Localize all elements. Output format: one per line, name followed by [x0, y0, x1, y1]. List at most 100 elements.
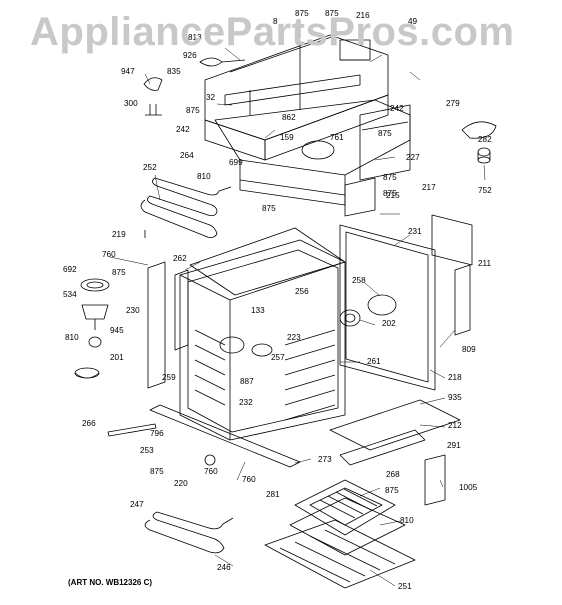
- callout-273: 273: [318, 455, 332, 464]
- front-trim: [107, 404, 301, 468]
- callout-291: 291: [447, 441, 461, 450]
- callout-810: 810: [197, 172, 211, 181]
- callout-230: 230: [126, 306, 140, 315]
- knob-273: [204, 454, 216, 466]
- callout-810: 810: [65, 333, 79, 342]
- callout-133: 133: [251, 306, 265, 315]
- callout-242: 242: [176, 125, 190, 134]
- callout-259: 259: [162, 373, 176, 382]
- callout-223: 223: [287, 333, 301, 342]
- callout-227: 227: [406, 153, 420, 162]
- right-side-panel: [454, 264, 471, 336]
- callout-202: 202: [382, 319, 396, 328]
- callout-862: 862: [282, 113, 296, 122]
- bottom-tray: [329, 399, 461, 451]
- callout-220: 220: [174, 479, 188, 488]
- callout-281: 281: [266, 490, 280, 499]
- callout-947: 947: [121, 67, 135, 76]
- oven-cavity: [179, 239, 346, 441]
- left-small-parts: [143, 77, 163, 116]
- callout-201: 201: [110, 353, 124, 362]
- callout-217: 217: [422, 183, 436, 192]
- callout-534: 534: [63, 290, 77, 299]
- art-number-label: (ART NO. WB12326 C): [68, 578, 153, 587]
- vent-bracket: [344, 177, 376, 217]
- callout-875: 875: [383, 189, 397, 198]
- top-chassis-panel: [199, 29, 389, 161]
- side-bracket: [174, 269, 189, 351]
- broiler-pan: [294, 479, 396, 536]
- callout-875: 875: [186, 106, 200, 115]
- callout-810: 810: [400, 516, 414, 525]
- callout-945: 945: [110, 326, 124, 335]
- bottom-brace: [339, 429, 426, 466]
- callout-300: 300: [124, 99, 138, 108]
- callout-935: 935: [448, 393, 462, 402]
- callout-760: 760: [102, 250, 116, 259]
- upper-back-pan: [214, 99, 411, 206]
- callout-692: 692: [63, 265, 77, 274]
- callout-760: 760: [204, 467, 218, 476]
- callout-232: 232: [239, 398, 253, 407]
- broil-element: [140, 177, 232, 238]
- callout-835: 835: [167, 67, 181, 76]
- callout-796: 796: [150, 429, 164, 438]
- callout-264: 264: [180, 151, 194, 160]
- callout-231: 231: [408, 227, 422, 236]
- callout-247: 247: [130, 500, 144, 509]
- rear-panel: [339, 224, 436, 391]
- callout-926: 926: [183, 51, 197, 60]
- callout-215: 215: [386, 191, 400, 200]
- top-wrap-cover: [189, 227, 346, 296]
- callout-887: 887: [240, 377, 254, 386]
- leader-lines: [109, 20, 486, 587]
- oven-rack: [264, 519, 416, 589]
- callout-282: 282: [478, 135, 492, 144]
- callout-246: 246: [217, 563, 231, 572]
- callout-218: 218: [448, 373, 462, 382]
- callout-256: 256: [295, 287, 309, 296]
- callout-809: 809: [462, 345, 476, 354]
- callout-1005: 1005: [459, 483, 478, 492]
- callout-262: 262: [173, 254, 187, 263]
- broil-pan-tray: [289, 497, 406, 556]
- callout-875: 875: [383, 173, 397, 182]
- callout-219: 219: [112, 230, 126, 239]
- callout-252: 252: [143, 163, 157, 172]
- callout-875: 875: [325, 9, 339, 18]
- callout-266: 266: [82, 419, 96, 428]
- callout-752: 752: [478, 186, 492, 195]
- callout-875: 875: [262, 204, 276, 213]
- callout-699: 699: [229, 158, 243, 167]
- callout-242: 242: [390, 104, 404, 113]
- callout-212: 212: [448, 421, 462, 430]
- callout-813: 813: [188, 33, 202, 42]
- watermark: AppliancePartsPros.com: [30, 10, 515, 54]
- door-hinge: [424, 454, 446, 506]
- callout-261: 261: [367, 357, 381, 366]
- left-side-panel: [147, 261, 166, 389]
- callout-760: 760: [242, 475, 256, 484]
- callout-8: 8: [273, 17, 278, 26]
- control-box: [431, 214, 473, 266]
- callout-875: 875: [295, 9, 309, 18]
- callout-875: 875: [378, 129, 392, 138]
- lamp-assembly: [74, 278, 110, 379]
- callout-251: 251: [398, 582, 412, 591]
- callout-253: 253: [140, 446, 154, 455]
- knob-parts: [461, 121, 497, 164]
- callout-211: 211: [478, 259, 491, 268]
- callout-216: 216: [356, 11, 370, 20]
- callout-49: 49: [408, 17, 418, 26]
- callout-258: 258: [352, 276, 366, 285]
- callout-268: 268: [386, 470, 400, 479]
- callout-32: 32: [206, 93, 216, 102]
- callout-761: 761: [330, 133, 344, 142]
- callout-279: 279: [446, 99, 460, 108]
- callout-875: 875: [385, 486, 399, 495]
- callout-241: 241: [0, 0, 14, 2]
- callout-875: 875: [150, 467, 164, 476]
